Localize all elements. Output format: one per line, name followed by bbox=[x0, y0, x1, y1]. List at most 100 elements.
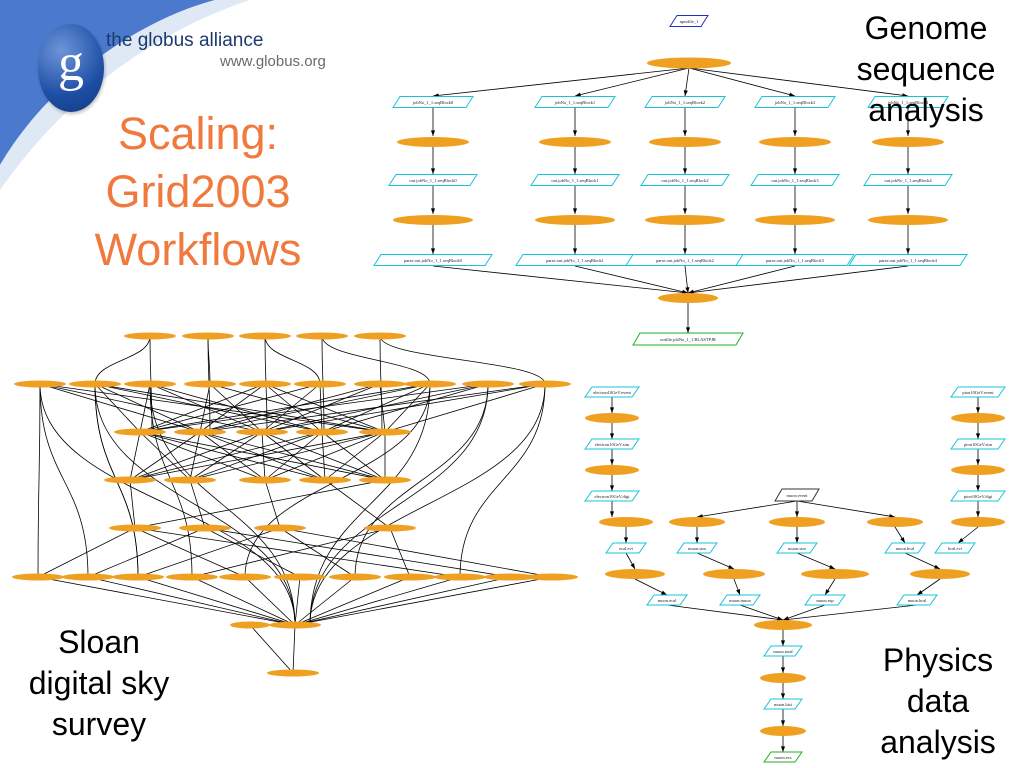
genome-parse-file bbox=[735, 254, 855, 266]
arrowhead bbox=[609, 511, 615, 517]
edge bbox=[37, 576, 296, 626]
physics-mid-file-label: hcal.evt bbox=[948, 546, 963, 551]
edge bbox=[139, 383, 431, 433]
physics-sim-job bbox=[585, 413, 639, 423]
edge bbox=[294, 576, 553, 626]
sloan-job-node bbox=[239, 380, 291, 388]
sloan-job-node bbox=[384, 573, 436, 581]
arrowhead bbox=[975, 511, 981, 517]
edge bbox=[149, 383, 263, 433]
edge bbox=[294, 576, 356, 626]
genome-parse-job bbox=[868, 215, 948, 225]
sloan-job-node bbox=[230, 621, 270, 629]
edge bbox=[324, 479, 391, 529]
edge bbox=[574, 265, 689, 294]
sloan-job-node bbox=[124, 380, 176, 388]
sloan-job-node bbox=[296, 332, 348, 340]
edge bbox=[199, 431, 326, 481]
edge bbox=[139, 383, 151, 433]
genome-seq-block-label: jobNo_1_1.seqBlock4 bbox=[887, 100, 929, 105]
edge bbox=[137, 576, 296, 626]
edge bbox=[94, 335, 151, 385]
arrowhead bbox=[682, 168, 688, 174]
genome-seq-block-label: jobNo_1_1.seqBlock2 bbox=[664, 100, 705, 105]
edge bbox=[782, 604, 918, 621]
edge bbox=[199, 431, 266, 481]
arrowhead bbox=[682, 248, 688, 254]
sloan-job-node bbox=[166, 573, 218, 581]
arrowhead bbox=[905, 208, 911, 214]
edge bbox=[209, 383, 263, 433]
physics-total-file-label: muon.total bbox=[773, 649, 793, 654]
edge bbox=[189, 479, 206, 529]
edge bbox=[249, 624, 294, 674]
physics-sim-job bbox=[867, 517, 923, 527]
physics-sim-file bbox=[584, 438, 640, 450]
sloan-job-node bbox=[219, 573, 271, 581]
genome-parse-file-label: parse.out.jobNo_1_1.seqBlock2 bbox=[656, 258, 714, 263]
arrowhead bbox=[780, 640, 786, 646]
edge bbox=[279, 527, 356, 578]
arrowhead bbox=[975, 407, 981, 413]
genome-blast-job bbox=[539, 137, 611, 147]
arrowhead bbox=[609, 485, 615, 491]
edge bbox=[309, 383, 489, 626]
title-line-1: Scaling: bbox=[117, 108, 279, 159]
arrowhead bbox=[430, 208, 436, 214]
sloan-job-node bbox=[484, 573, 536, 581]
edge bbox=[191, 527, 391, 578]
physics-event-file bbox=[584, 386, 640, 398]
edge bbox=[134, 527, 461, 578]
edge bbox=[139, 383, 321, 433]
physics-reco-job bbox=[599, 517, 653, 527]
genome-input-file bbox=[669, 15, 709, 27]
arrowhead bbox=[794, 511, 800, 517]
edge bbox=[129, 431, 141, 481]
sloan-job-node bbox=[254, 524, 306, 532]
genome-blast-job bbox=[397, 137, 469, 147]
arrowhead bbox=[825, 589, 830, 595]
genome-out-file bbox=[640, 174, 730, 186]
genome-out-file-label: out.jobNo_1_1.seqBlock4 bbox=[884, 178, 932, 183]
arrowhead bbox=[572, 248, 578, 254]
genome-parse-file-label: parse.out.jobNo_1_1.seqBlock4 bbox=[879, 258, 938, 263]
genome-cat-job bbox=[658, 293, 718, 303]
sloan-job-node bbox=[174, 428, 226, 436]
physics-total-job bbox=[754, 620, 812, 630]
physics-low-file bbox=[896, 594, 938, 606]
physics-low-file-label: muon.muon bbox=[729, 598, 751, 603]
edge bbox=[199, 383, 546, 433]
genome-seq-block bbox=[392, 96, 474, 108]
sloan-job-node bbox=[179, 524, 231, 532]
physics-sim-job bbox=[669, 517, 725, 527]
genome-seq-block-label: jobNo_1_1.seqBlock1 bbox=[554, 100, 595, 105]
sloan-job-node bbox=[404, 380, 456, 388]
genome-seq-block-label: jobNo_1_1.seqBlock0 bbox=[412, 100, 454, 105]
edge bbox=[688, 67, 796, 97]
sloan-job-node bbox=[184, 380, 236, 388]
arrowhead bbox=[685, 327, 691, 333]
edge bbox=[134, 479, 386, 529]
edge bbox=[39, 383, 201, 433]
edge bbox=[129, 431, 323, 481]
edge bbox=[191, 576, 296, 626]
edge bbox=[149, 383, 296, 626]
sloan-job-node bbox=[267, 669, 319, 677]
genome-seq-block bbox=[867, 96, 949, 108]
genome-out-file bbox=[863, 174, 953, 186]
sloan-job-node bbox=[329, 573, 381, 581]
physics-mid-file bbox=[605, 542, 647, 554]
genome-split-job bbox=[647, 57, 731, 69]
physics-sim-file bbox=[950, 438, 1006, 450]
edge bbox=[389, 527, 411, 578]
genome-parse-job bbox=[755, 215, 835, 225]
genome-parse-job bbox=[645, 215, 725, 225]
edge bbox=[244, 576, 296, 626]
sloan-job-node bbox=[354, 380, 406, 388]
genome-seq-block-label: jobNo_1_1.seqBlock3 bbox=[774, 100, 816, 105]
genome-output-file bbox=[632, 332, 744, 346]
physics-sim-job bbox=[769, 517, 825, 527]
genome-parse-file bbox=[373, 254, 493, 266]
edge bbox=[687, 265, 796, 294]
edge bbox=[687, 265, 909, 294]
